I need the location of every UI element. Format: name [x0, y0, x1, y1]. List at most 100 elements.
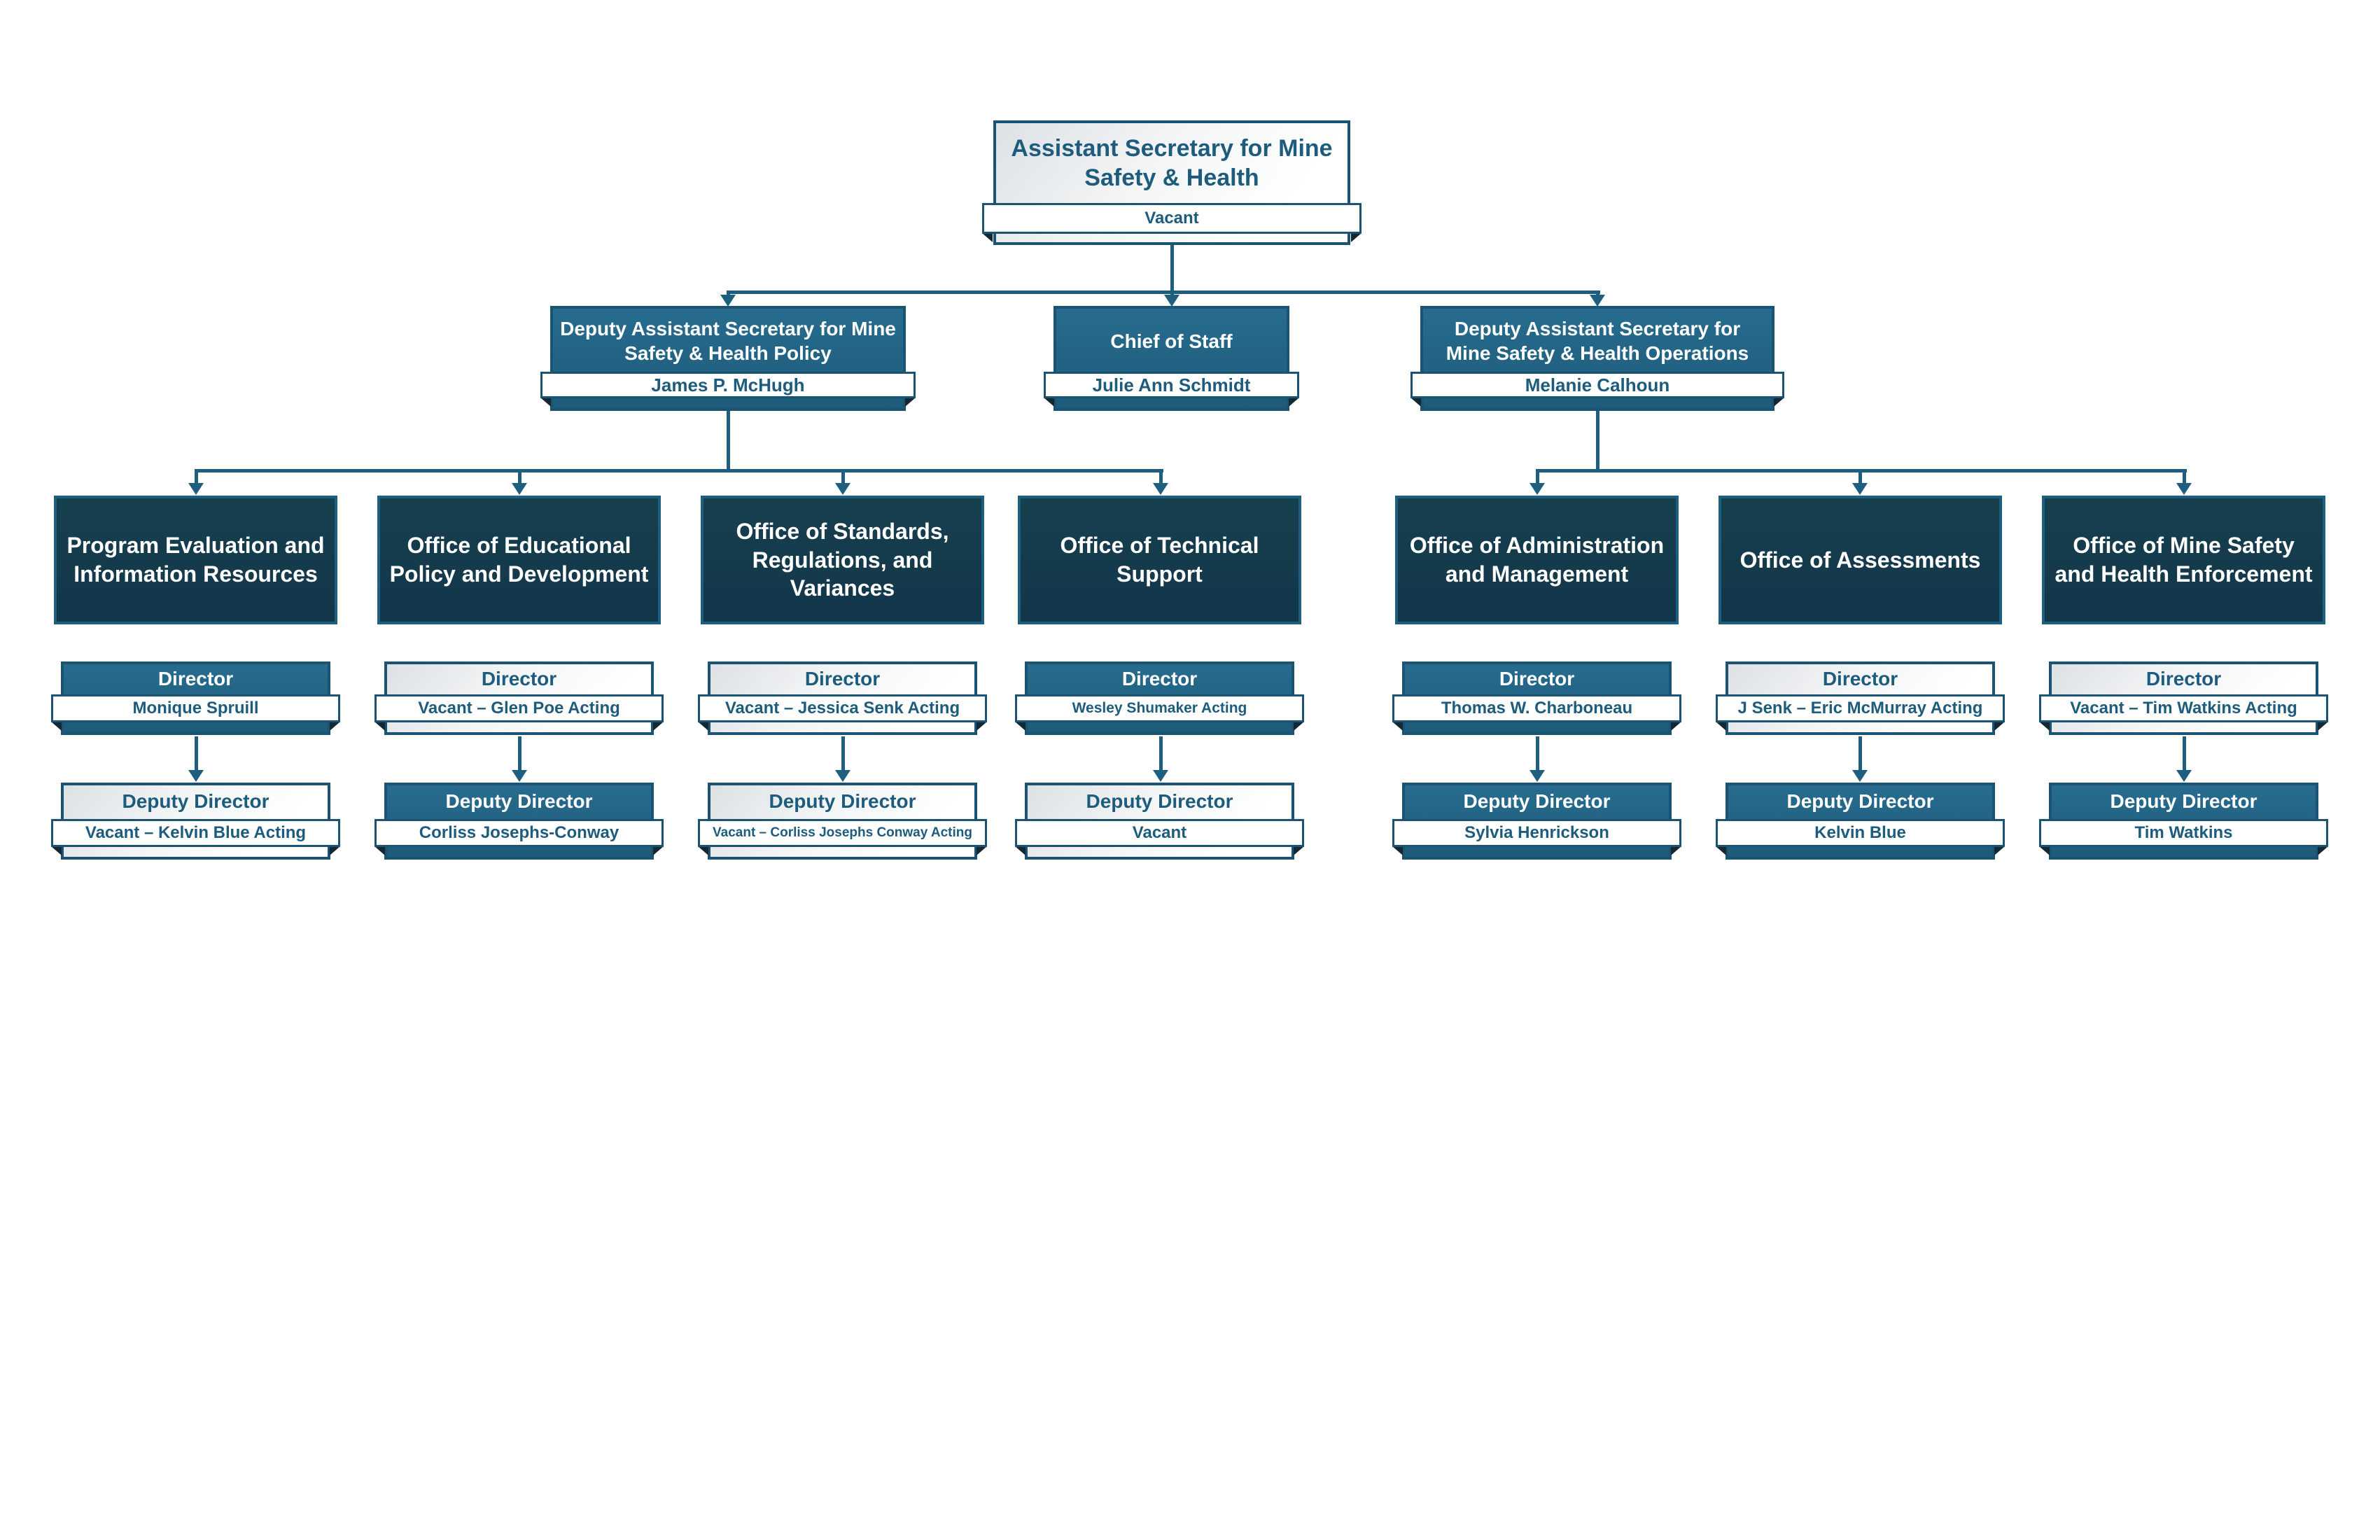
- connector-line: [1536, 469, 1539, 484]
- banner-fold-right: [653, 846, 664, 855]
- connector-line: [1536, 736, 1539, 771]
- office-box-enforcement: Office of Mine Safety and Health Enforce…: [2042, 496, 2325, 624]
- banner-fold-right: [1289, 398, 1299, 407]
- banner-fold-right: [976, 846, 987, 855]
- banner-fold-right: [1671, 722, 1681, 731]
- node-name-banner: Tim Watkins: [2039, 819, 2328, 847]
- banner-fold-right: [330, 846, 340, 855]
- connector-arrow: [1530, 483, 1545, 495]
- banner-fold-left: [1392, 722, 1403, 731]
- banner-fold-left: [1015, 846, 1026, 855]
- connector-arrow: [188, 770, 204, 782]
- connector-arrow: [1164, 295, 1180, 307]
- connector-line: [1159, 469, 1163, 484]
- connector-line: [1170, 245, 1174, 292]
- banner-fold-right: [1294, 722, 1304, 731]
- connector-arrow: [1153, 483, 1168, 495]
- office-title: Office of Educational Policy and Develop…: [389, 533, 649, 587]
- banner-fold-left: [1716, 846, 1726, 855]
- node-name-banner: Vacant: [982, 203, 1362, 234]
- office-box-standards: Office of Standards, Regulations, and Va…: [701, 496, 984, 624]
- connector-line: [1159, 736, 1163, 771]
- banner-fold-left: [1015, 722, 1026, 731]
- node-name-banner: J Senk – Eric McMurray Acting: [1716, 694, 2005, 722]
- banner-fold-right: [1671, 846, 1681, 855]
- office-title: Office of Administration and Management: [1409, 533, 1665, 587]
- connector-line: [1170, 290, 1174, 298]
- banner-fold-right: [1351, 233, 1362, 242]
- connector-line: [727, 411, 730, 470]
- node-director-3: Director Vacant – Jessica Senk Acting: [698, 662, 987, 735]
- node-director-4: Director Wesley Shumaker Acting: [1015, 662, 1304, 735]
- banner-fold-left: [1410, 398, 1421, 407]
- banner-fold-right: [2318, 722, 2328, 731]
- banner-fold-right: [1994, 846, 2005, 855]
- connector-arrow: [1153, 770, 1168, 782]
- connector-line: [2183, 469, 2186, 484]
- connector-line: [841, 469, 845, 484]
- node-deputy-director-3: Deputy Director Vacant – Corliss Josephs…: [698, 783, 987, 860]
- connector-line: [195, 469, 1163, 472]
- node-name-banner: Vacant: [1015, 819, 1304, 847]
- connector-line: [841, 736, 845, 771]
- node-name-banner: Melanie Calhoun: [1410, 372, 1784, 398]
- office-box-educational-policy: Office of Educational Policy and Develop…: [377, 496, 661, 624]
- office-box-administration: Office of Administration and Management: [1395, 496, 1679, 624]
- node-name-banner: Corliss Josephs-Conway: [374, 819, 664, 847]
- banner-fold-right: [976, 722, 987, 731]
- node-name-banner: Vacant – Tim Watkins Acting: [2039, 694, 2328, 722]
- banner-fold-left: [698, 846, 708, 855]
- connector-line: [727, 290, 1600, 294]
- connector-arrow: [1530, 770, 1545, 782]
- banner-fold-left: [1392, 846, 1403, 855]
- banner-fold-right: [330, 722, 340, 731]
- node-name-banner: Vacant – Glen Poe Acting: [374, 694, 664, 722]
- banner-fold-right: [1774, 398, 1784, 407]
- connector-line: [1596, 411, 1600, 470]
- node-name-banner: Vacant – Kelvin Blue Acting: [51, 819, 340, 847]
- connector-arrow: [2176, 770, 2192, 782]
- connector-arrow: [1590, 295, 1605, 307]
- banner-fold-left: [51, 722, 62, 731]
- banner-fold-left: [1044, 398, 1054, 407]
- node-name-banner: James P. McHugh: [540, 372, 916, 398]
- connector-line: [1858, 469, 1862, 484]
- connector-line: [195, 736, 198, 771]
- connector-line: [518, 736, 522, 771]
- node-name-banner: Vacant – Jessica Senk Acting: [698, 694, 987, 722]
- connector-arrow: [1852, 483, 1868, 495]
- office-box-program-evaluation: Program Evaluation and Information Resou…: [54, 496, 337, 624]
- banner-fold-right: [905, 398, 916, 407]
- node-deputy-director-2: Deputy Director Corliss Josephs-Conway: [374, 783, 664, 860]
- node-deputy-secretary-policy: Deputy Assistant Secretary for Mine Safe…: [540, 306, 916, 411]
- banner-fold-left: [51, 846, 62, 855]
- banner-fold-right: [1294, 846, 1304, 855]
- node-name-banner: Julie Ann Schmidt: [1044, 372, 1299, 398]
- connector-line: [2183, 736, 2186, 771]
- office-title: Program Evaluation and Information Resou…: [66, 533, 325, 587]
- node-director-5: Director Thomas W. Charboneau: [1392, 662, 1681, 735]
- banner-fold-right: [653, 722, 664, 731]
- connector-arrow: [188, 483, 204, 495]
- banner-fold-left: [982, 233, 993, 242]
- banner-fold-left: [1716, 722, 1726, 731]
- node-deputy-director-5: Deputy Director Sylvia Henrickson: [1392, 783, 1681, 860]
- connector-line: [1858, 736, 1862, 771]
- node-name-banner: Thomas W. Charboneau: [1392, 694, 1681, 722]
- node-name-banner: Sylvia Henrickson: [1392, 819, 1681, 847]
- connector-arrow: [2176, 483, 2192, 495]
- connector-line: [195, 469, 198, 484]
- connector-arrow: [720, 295, 736, 307]
- node-deputy-director-6: Deputy Director Kelvin Blue: [1716, 783, 2005, 860]
- office-title: Office of Assessments: [1740, 547, 1981, 573]
- node-name-banner: Vacant – Corliss Josephs Conway Acting: [698, 819, 987, 847]
- office-title: Office of Technical Support: [1060, 533, 1259, 587]
- banner-fold-right: [2318, 846, 2328, 855]
- node-director-1: Director Monique Spruill: [51, 662, 340, 735]
- connector-arrow: [835, 770, 850, 782]
- banner-fold-left: [374, 846, 385, 855]
- banner-fold-left: [540, 398, 551, 407]
- banner-fold-left: [374, 722, 385, 731]
- node-name-banner: Wesley Shumaker Acting: [1015, 694, 1304, 722]
